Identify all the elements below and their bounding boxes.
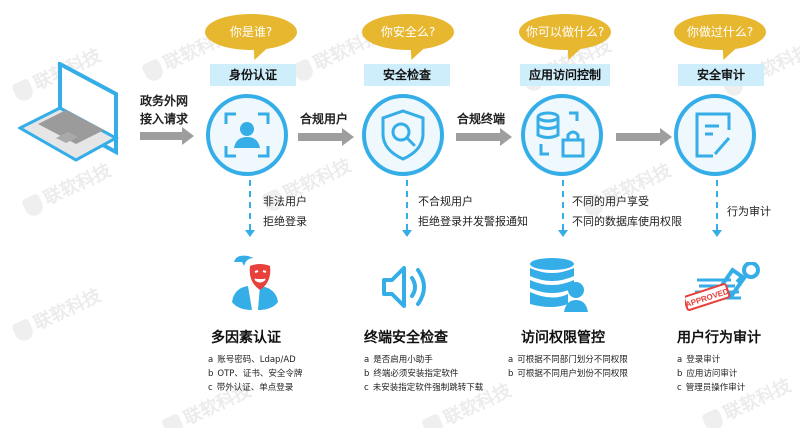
feature-title: 访问权限管控 — [521, 330, 605, 346]
watermark: 联软科技 — [9, 281, 105, 344]
stage-label-identity: 身份认证 — [210, 64, 296, 86]
user-mask-icon — [230, 252, 280, 318]
request-label: 政务外网 接入请求 — [140, 94, 189, 126]
audit-edit-icon — [674, 94, 756, 176]
watermark: 联软科技 — [19, 156, 115, 219]
arrow-label: 合规用户 — [300, 112, 349, 126]
flow-arrow — [140, 127, 194, 145]
stage-note: 不合规用户拒绝登录并发警报通知 — [418, 195, 528, 228]
approved-stamp-icon: APPROVED — [683, 261, 775, 316]
dashed-connector — [406, 180, 408, 230]
question-bubble: 你是谁? — [205, 14, 297, 50]
stage-note: 非法用户拒绝登录 — [263, 195, 307, 228]
flow-arrow — [298, 128, 354, 146]
feature-title: 终端安全检查 — [364, 330, 448, 346]
feature-title: 多因素认证 — [211, 330, 281, 346]
question-bubble: 你做过什么? — [674, 14, 766, 50]
stage-note: 不同的用户享受不同的数据库使用权限 — [572, 195, 682, 228]
dashed-connector — [562, 180, 564, 230]
stage-label-security-check: 安全检查 — [364, 64, 450, 86]
down-arrow-icon — [245, 230, 255, 237]
database-user-icon — [528, 258, 588, 316]
stage-note: 行为审计 — [727, 205, 771, 218]
stage-label-access-control: 应用访问控制 — [520, 64, 610, 86]
flow-arrow — [616, 128, 672, 146]
user-face-scan-icon — [206, 94, 288, 176]
dashed-connector — [716, 180, 718, 230]
question-bubble: 你安全么? — [362, 14, 454, 50]
question-bubble: 你可以做什么? — [519, 14, 611, 50]
stage-label-security-audit: 安全审计 — [678, 64, 764, 86]
shield-search-icon — [362, 94, 444, 176]
down-arrow-icon — [712, 230, 722, 237]
database-lock-icon — [521, 94, 603, 176]
speaker-icon — [380, 262, 430, 316]
feature-title: 用户行为审计 — [677, 330, 761, 346]
laptop-icon — [16, 60, 128, 162]
down-arrow-icon — [402, 230, 412, 237]
flow-arrow — [456, 128, 512, 146]
dashed-connector — [249, 180, 251, 230]
down-arrow-icon — [558, 230, 568, 237]
arrow-label: 合规终端 — [457, 112, 506, 126]
